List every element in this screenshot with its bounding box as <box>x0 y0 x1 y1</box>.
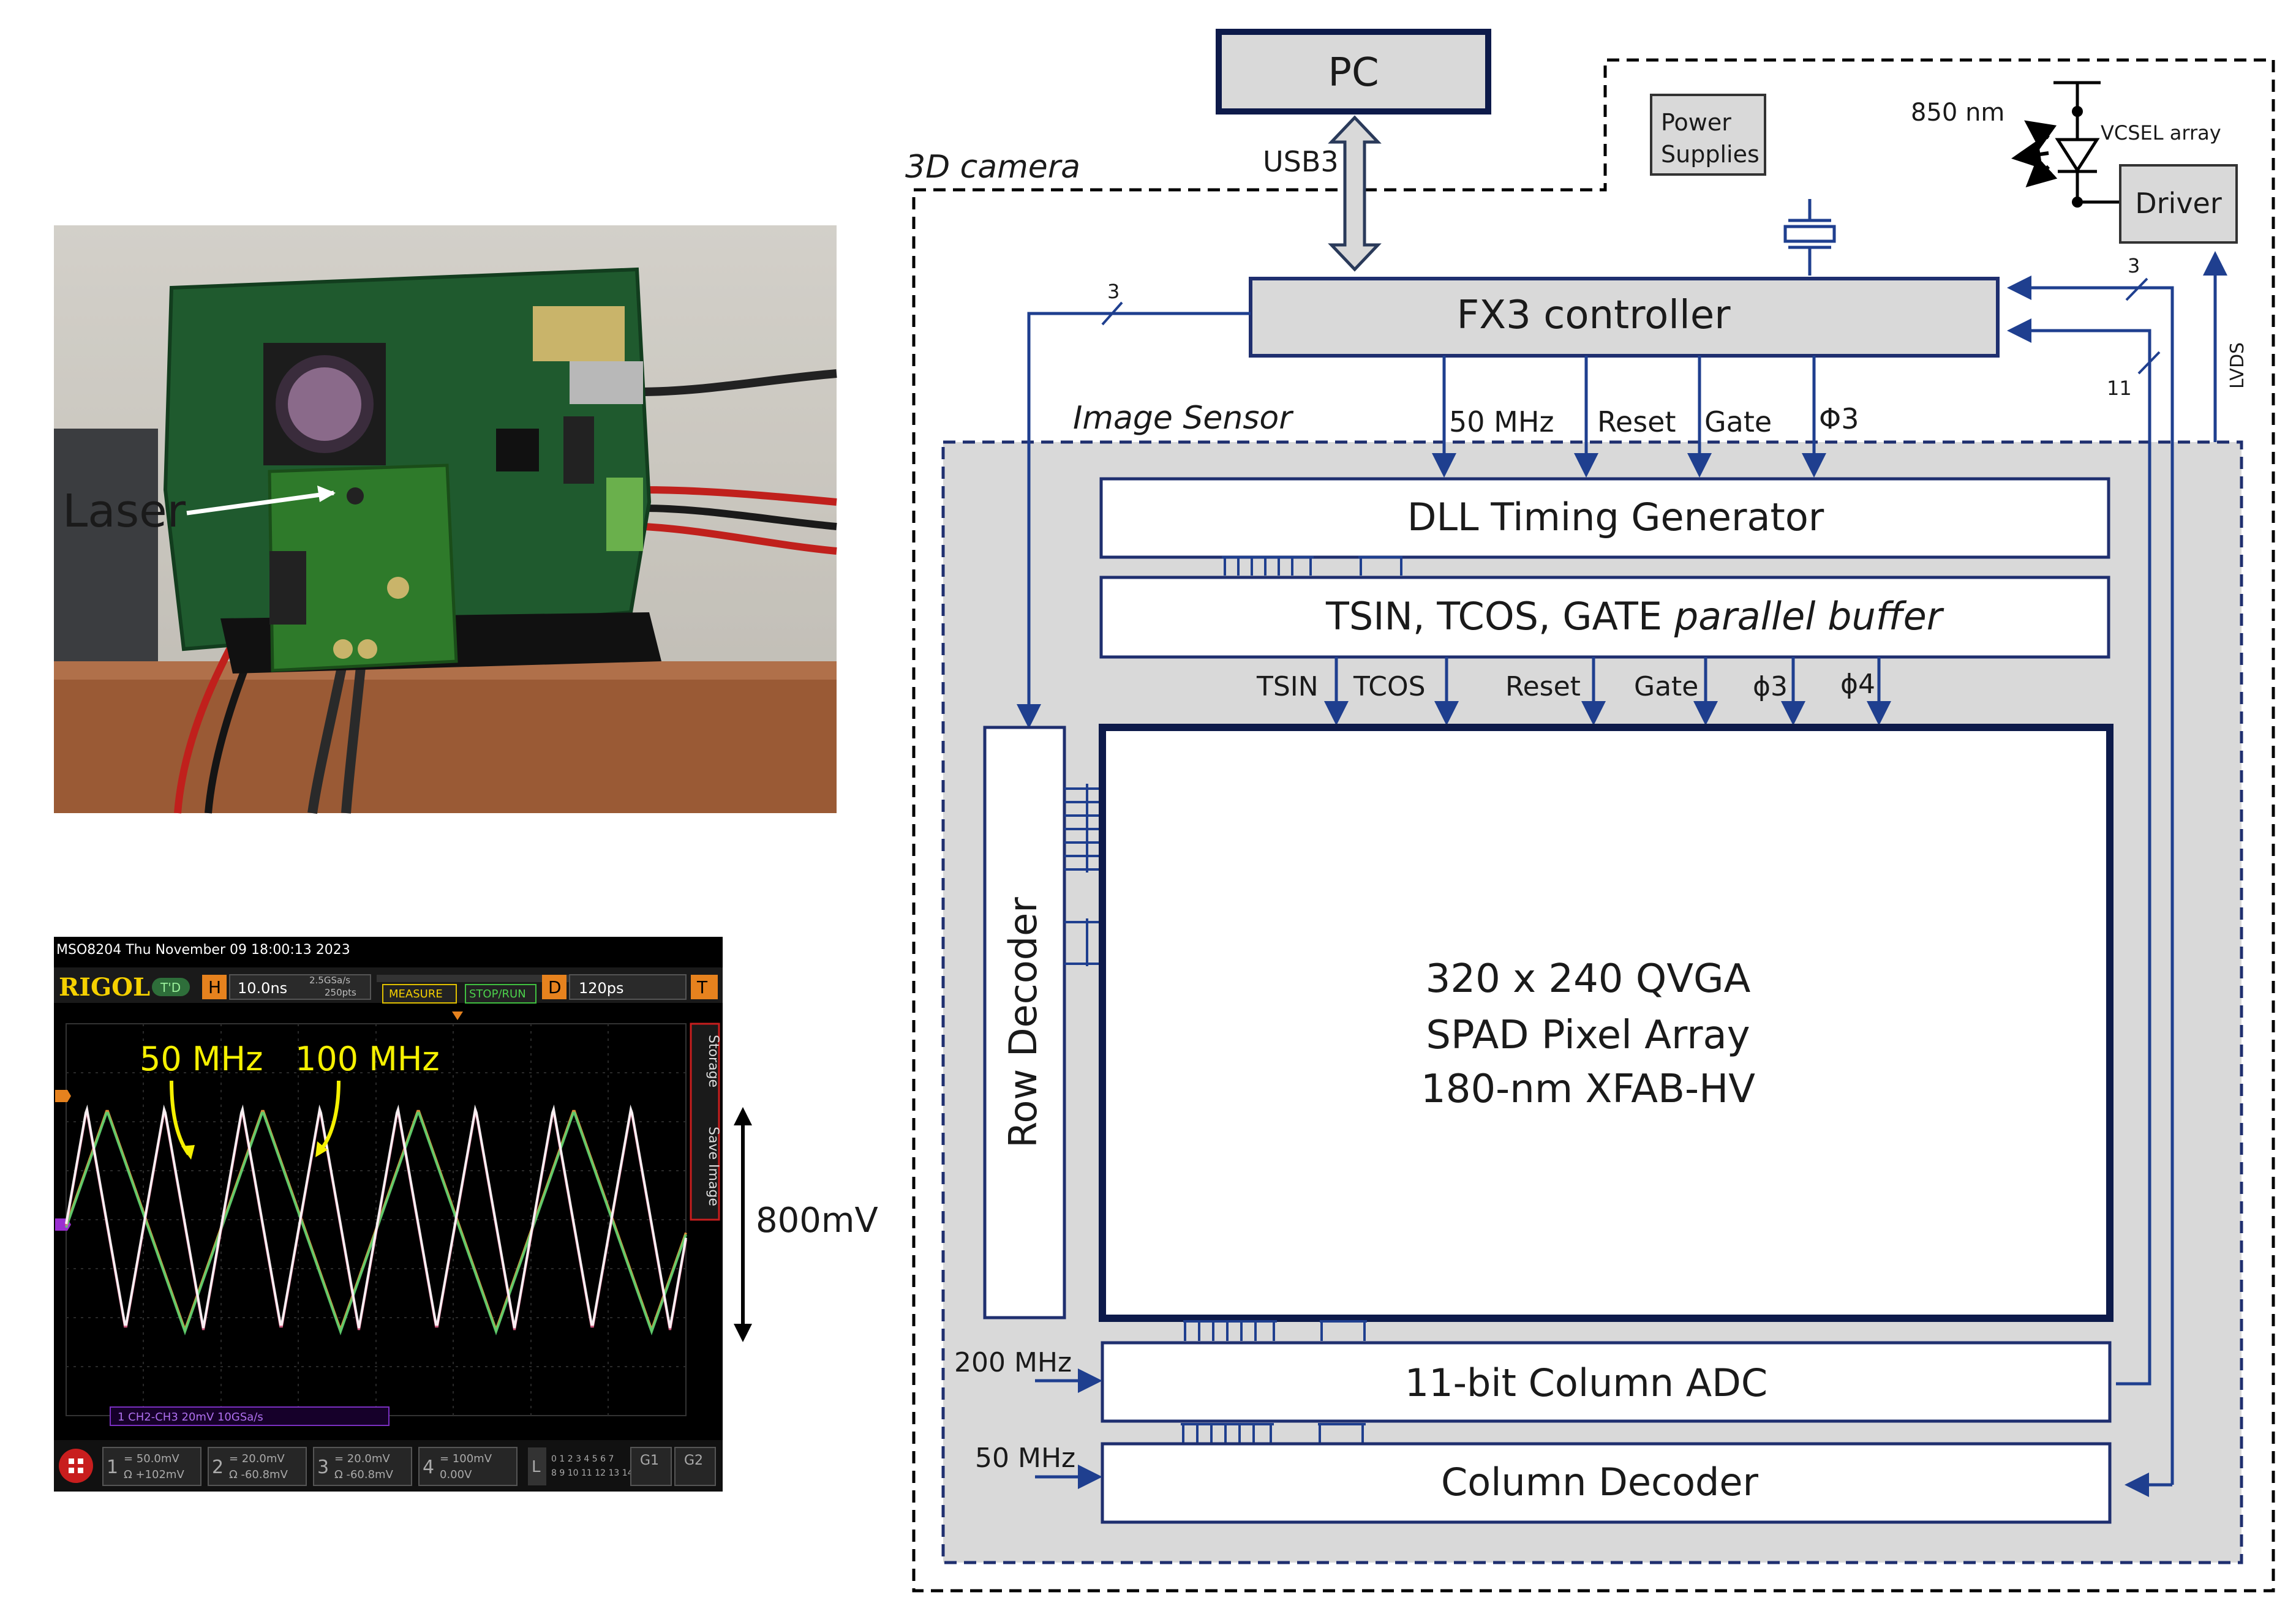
column-adc-box <box>1101 1341 2112 1423</box>
bus-11-label: 11 <box>2107 377 2132 400</box>
array-line-2: SPAD Pixel Array <box>1426 1013 1750 1058</box>
dll-timing-generator-box <box>1099 477 2110 559</box>
channel-3-offset: Ω -60.8mV <box>334 1468 394 1481</box>
driver-label: Driver <box>2135 187 2222 220</box>
signal-gate-2-label: Gate <box>1634 671 1698 702</box>
channel-4-offset: 0.00V <box>440 1468 472 1481</box>
laser-label: Laser <box>62 485 186 538</box>
pc-label: PC <box>1328 50 1379 96</box>
scope-g1: G1 <box>640 1453 659 1468</box>
camera-label: 3D camera <box>905 149 1080 186</box>
scope-logic-bits-2: 8 9 10 11 12 13 14 15 <box>551 1468 647 1478</box>
bus-3-right-label: 3 <box>2128 254 2140 277</box>
scope-timebase: 10.0ns <box>238 980 287 997</box>
channel-2-box <box>208 1447 307 1486</box>
channel-4-box <box>418 1447 518 1486</box>
image-sensor-label: Image Sensor <box>1073 400 1294 437</box>
annotation-100mhz: 100 MHz <box>295 1040 440 1078</box>
power-label-1: Power <box>1661 109 1731 136</box>
scope-logic-bits: 0 1 2 3 4 5 6 7 <box>551 1454 614 1464</box>
channel-2-number: 2 <box>212 1457 224 1478</box>
signal-phi3-label: Φ3 <box>1819 402 1859 435</box>
signal-tsin-label: TSIN <box>1256 671 1319 702</box>
lvds-label: LVDS <box>2227 342 2248 389</box>
array-line-3: 180-nm XFAB-HV <box>1421 1067 1755 1112</box>
channel-4-number: 4 <box>423 1457 434 1478</box>
signal-tcos-label: TCOS <box>1353 671 1426 702</box>
scope-h-label: H <box>208 977 221 997</box>
buffer-label: TSIN, TCOS, GATE parallel buffer <box>1325 594 1944 639</box>
vcsel-icon <box>2011 81 2120 208</box>
channel-1-scale: = 50.0mV <box>124 1452 179 1465</box>
oscilloscope-screenshot: MSO8204 Thu November 09 18:00:13 2023 RI… <box>54 937 878 1492</box>
channel-3-box <box>313 1447 412 1486</box>
row-decoder-box <box>983 726 1066 1319</box>
scope-logic-label: L <box>532 1458 541 1476</box>
channel-2-offset: Ω -60.8mV <box>229 1468 288 1481</box>
amplitude-label: 800mV <box>756 1201 878 1241</box>
fx3-label: FX3 controller <box>1456 293 1731 338</box>
power-label-2: Supplies <box>1661 141 1760 168</box>
signal-phi3-2-label: ϕ3 <box>1753 671 1788 702</box>
vcsel-label: VCSEL array <box>2101 121 2221 145</box>
spad-pixel-array-box <box>1099 724 2113 1322</box>
scope-mode: T'D <box>160 980 181 995</box>
block-diagram: 3D camera PC USB3 Power Supplies 850 nm … <box>905 29 2275 1593</box>
scope-d-label: D <box>548 977 562 997</box>
channel-3-scale: = 20.0mV <box>334 1452 390 1465</box>
row-decoder-label: Row Decoder <box>1001 897 1045 1148</box>
parallel-buffer-box <box>1099 576 2110 659</box>
array-line-1: 320 x 240 QVGA <box>1426 956 1751 1002</box>
dll-label: DLL Timing Generator <box>1407 495 1824 539</box>
clock-200mhz-label: 200 MHz <box>954 1347 1072 1378</box>
scope-stop-run-button: STOP/RUN <box>469 988 526 1000</box>
pc-box <box>1216 29 1491 114</box>
signal-50mhz-label: 50 MHz <box>1449 405 1554 438</box>
camera-boundary <box>912 58 2275 1593</box>
wavelength-label: 850 nm <box>1911 99 2004 127</box>
adc-label: 11-bit Column ADC <box>1405 1361 1767 1405</box>
channel-2-scale: = 20.0mV <box>229 1452 285 1465</box>
scope-g2: G2 <box>684 1453 703 1468</box>
power-supplies-box <box>1650 94 1766 176</box>
signal-reset-label: Reset <box>1597 405 1676 438</box>
bus-3-left-label: 3 <box>1107 280 1120 303</box>
column-decoder-box <box>1101 1442 2112 1524</box>
annotation-50mhz: 50 MHz <box>140 1040 263 1078</box>
channel-1-offset: Ω +102mV <box>124 1468 184 1481</box>
hardware-photo: Laser <box>54 225 837 814</box>
clock-50mhz-label: 50 MHz <box>975 1443 1075 1474</box>
scope-storage-tab: Storage <box>706 1035 721 1087</box>
signal-reset-2-label: Reset <box>1505 671 1581 702</box>
scope-points: 250pts <box>325 987 356 998</box>
scope-traces <box>65 1104 687 1336</box>
laser-arrow <box>186 490 334 516</box>
usb3-arrow <box>1328 115 1382 272</box>
channel-1-number: 1 <box>107 1457 118 1478</box>
scope-header: MSO8204 Thu November 09 18:00:13 2023 <box>56 942 350 958</box>
scope-t-label: T <box>696 977 708 997</box>
scope-save-image-tab: Save Image <box>706 1127 721 1206</box>
channel-3-number: 3 <box>317 1457 329 1478</box>
trace-100mhz-b <box>65 1104 687 1329</box>
scope-delay: 120ps <box>579 980 624 997</box>
channel-1-box <box>102 1447 201 1486</box>
usb3-label: USB3 <box>1263 145 1339 178</box>
scope-math-line: 1 CH2-CH3 20mV 10GSa/s <box>118 1411 263 1424</box>
scope-sample-rate: 2.5GSa/s <box>309 975 350 986</box>
signal-phi4-label: ϕ4 <box>1840 669 1875 700</box>
channel-4-scale: = 100mV <box>440 1452 492 1465</box>
driver-box <box>2119 164 2238 244</box>
column-decoder-label: Column Decoder <box>1441 1460 1759 1504</box>
signal-gate-label: Gate <box>1704 405 1772 438</box>
rigol-logo: RIGOL <box>59 973 150 1002</box>
scope-measure-button: MEASURE <box>389 988 443 1000</box>
crystal-oscillator-icon <box>1783 199 1836 276</box>
fx3-controller-box <box>1249 277 2000 358</box>
